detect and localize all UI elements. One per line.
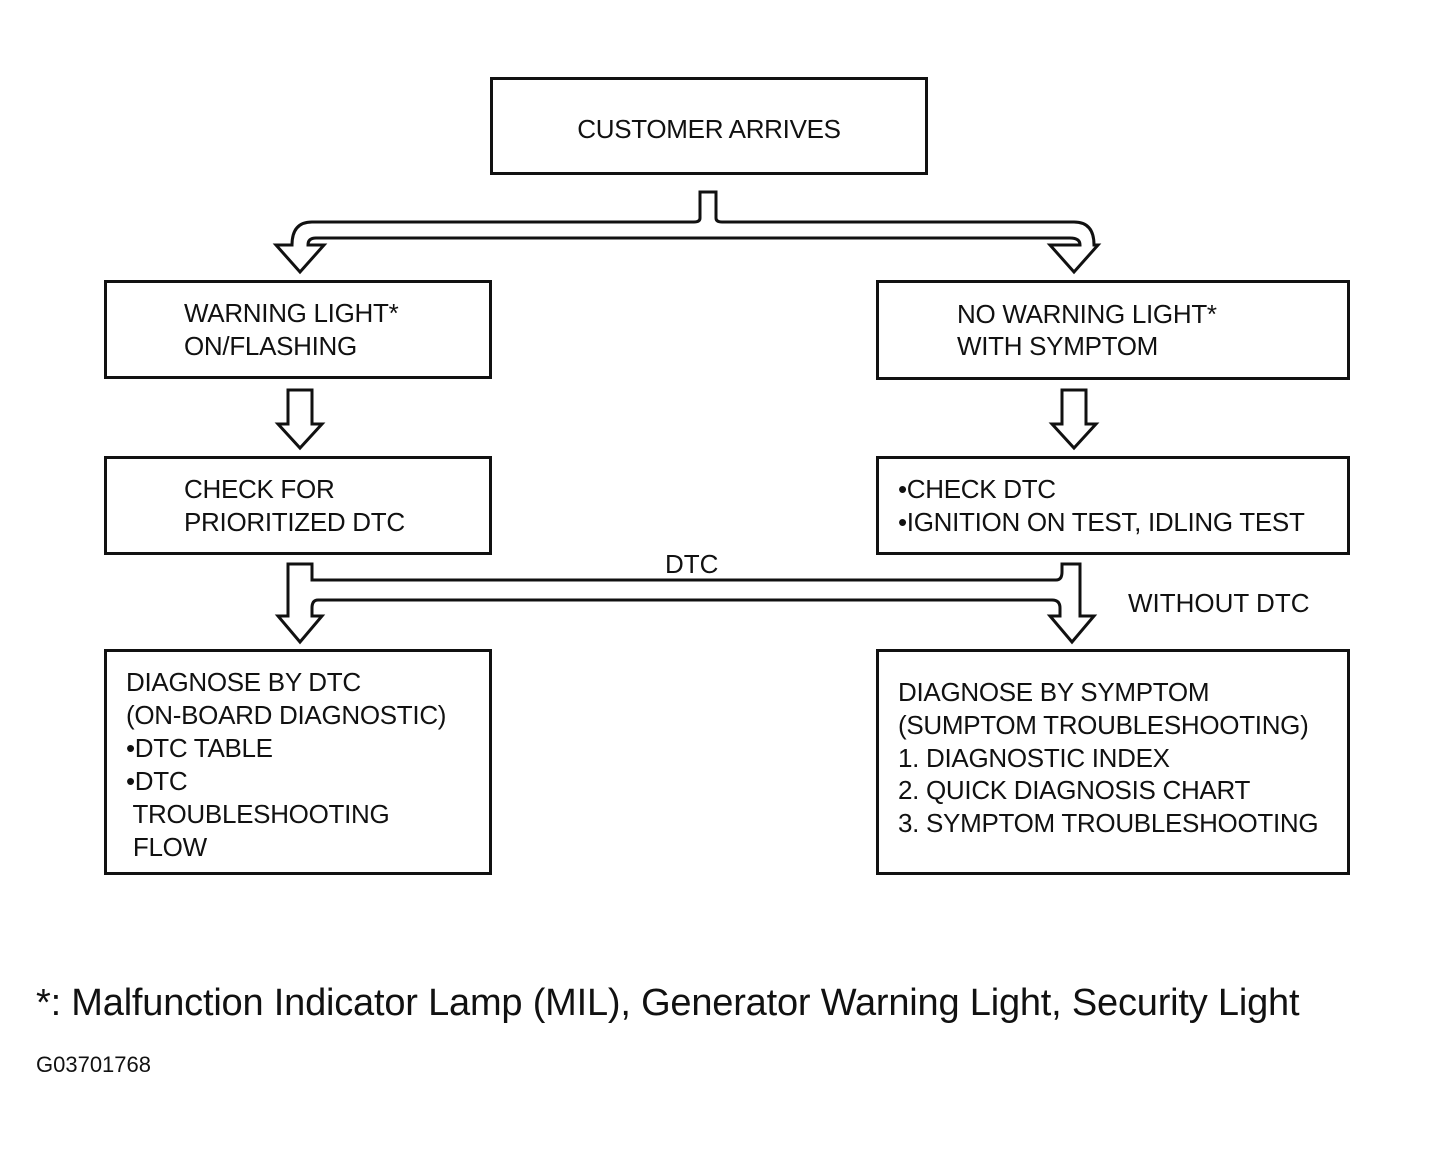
split-arrow: [272, 190, 1102, 275]
without-dtc-edge-label: WITHOUT DTC: [1128, 588, 1310, 618]
diagnose-symptom-line: 1. DIAGNOSTIC INDEX: [898, 743, 1170, 773]
dtc-edge-label: DTC: [665, 549, 719, 579]
check-prioritized-dtc-box: CHECK FOR PRIORITIZED DTC: [104, 456, 492, 555]
check-prioritized-line1: CHECK FOR: [184, 474, 335, 504]
customer-arrives-box: CUSTOMER ARRIVES: [490, 77, 928, 175]
diagnose-dtc-line: •DTC TABLE: [126, 733, 273, 763]
diagnose-by-symptom-box: DIAGNOSE BY SYMPTOM (SUMPTOM TROUBLESHOO…: [876, 649, 1350, 875]
diagnose-dtc-line: DIAGNOSE BY DTC: [126, 667, 361, 697]
down-arrow-left: [274, 388, 326, 451]
check-dtc-box: •CHECK DTC •IGNITION ON TEST, IDLING TES…: [876, 456, 1350, 555]
figure-id: G03701768: [36, 1052, 151, 1077]
diagnose-dtc-line: TROUBLESHOOTING: [126, 799, 390, 829]
check-prioritized-line2: PRIORITIZED DTC: [184, 507, 405, 537]
no-warning-light-line1: NO WARNING LIGHT*: [957, 299, 1217, 329]
diagnose-symptom-line: DIAGNOSE BY SYMPTOM: [898, 677, 1210, 707]
no-warning-light-box: NO WARNING LIGHT* WITH SYMPTOM: [876, 280, 1350, 380]
check-dtc-line1: •CHECK DTC: [898, 474, 1056, 504]
diagnose-dtc-line: (ON-BOARD DIAGNOSTIC): [126, 700, 447, 730]
footnote: *: Malfunction Indicator Lamp (MIL), Gen…: [36, 982, 1300, 1024]
warning-light-line1: WARNING LIGHT*: [184, 298, 399, 328]
diagnose-symptom-line: (SUMPTOM TROUBLESHOOTING): [898, 710, 1309, 740]
diagnose-dtc-line: FLOW: [126, 832, 207, 862]
diagnose-dtc-line: •DTC: [126, 766, 188, 796]
warning-light-line2: ON/FLASHING: [184, 331, 357, 361]
customer-arrives-text: CUSTOMER ARRIVES: [577, 114, 841, 144]
diagnose-by-dtc-box: DIAGNOSE BY DTC (ON-BOARD DIAGNOSTIC) •D…: [104, 649, 492, 875]
warning-light-box: WARNING LIGHT* ON/FLASHING: [104, 280, 492, 379]
down-arrow-right: [1048, 388, 1100, 451]
diagnose-symptom-line: 3. SYMPTOM TROUBLESHOOTING: [898, 808, 1319, 838]
diagnose-symptom-line: 2. QUICK DIAGNOSIS CHART: [898, 775, 1251, 805]
check-dtc-line2: •IGNITION ON TEST, IDLING TEST: [898, 507, 1305, 537]
cross-arrow: [274, 562, 1098, 645]
no-warning-light-line2: WITH SYMPTOM: [957, 331, 1159, 361]
